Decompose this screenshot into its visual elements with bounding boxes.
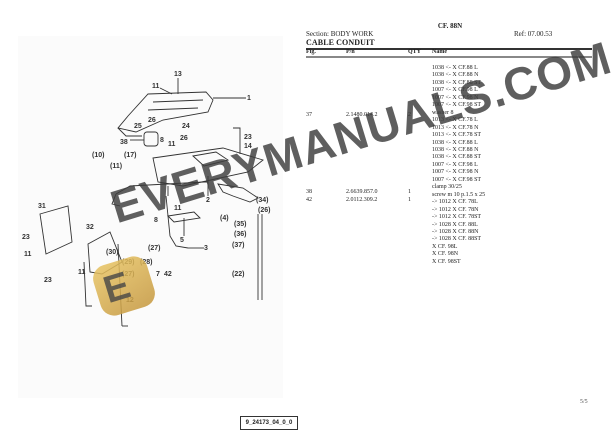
svg-text:(17): (17): [124, 152, 136, 159]
name-line: X CF. 98L: [432, 243, 458, 250]
svg-text:26: 26: [148, 117, 156, 124]
svg-text:24: 24: [182, 123, 190, 130]
svg-text:8: 8: [160, 137, 164, 144]
column-header-name: Name: [432, 49, 447, 55]
name-line: -> 1012 X CF. 78N: [432, 206, 479, 213]
svg-text:(27): (27): [148, 245, 160, 252]
name-line: 1038 <- X CF.88 L: [432, 65, 478, 71]
name-line: X CF. 98ST: [432, 258, 461, 265]
name-line: 1038 <- X CF.88 N: [432, 146, 479, 153]
svg-text:(37): (37): [232, 242, 244, 249]
table-row-part-number: 2.6639.857.0: [346, 189, 378, 195]
diagram-id-label: 9_24173_04_0_0: [240, 416, 298, 430]
svg-text:3: 3: [204, 245, 208, 252]
name-line: 1007 <- X CF.98 ST: [432, 176, 482, 183]
svg-text:(11): (11): [110, 163, 122, 170]
svg-text:23: 23: [44, 277, 52, 284]
svg-text:(34): (34): [256, 197, 268, 204]
svg-text:(30): (30): [106, 249, 118, 256]
table-row-fig: 38: [306, 189, 312, 195]
svg-text:2: 2: [206, 197, 210, 204]
svg-text:7: 7: [156, 271, 160, 278]
name-line: 1013 <- X CF.78 N: [432, 124, 479, 131]
name-line: 1013 <- X CF.78 ST: [432, 132, 482, 139]
watermark-logo-letter: E: [98, 264, 136, 312]
name-line: 1007 <- X CF.98 N: [432, 169, 479, 176]
column-header-qty: QTY: [408, 49, 422, 55]
name-line: 1038 <- X CF.88 N: [432, 72, 479, 79]
header-rule-top: [306, 48, 592, 50]
reference-label: Ref: 07.00.53: [514, 30, 553, 38]
name-line: 1038 <- X CF.88 ST: [432, 154, 482, 161]
name-line: -> 1028 X CF. 88N: [432, 228, 479, 235]
table-row-part-number: 2.1480.014.2: [346, 112, 378, 118]
svg-text:(10): (10): [92, 152, 104, 159]
name-line: 1007 <- X CF.98 L: [432, 161, 478, 168]
svg-text:11: 11: [174, 205, 182, 212]
cable-conduit-exploded-diagram: 13 11 1 25 26 24 26 23 14 38 8 11 (10) (…: [22, 71, 270, 327]
svg-text:32: 32: [86, 224, 94, 231]
svg-text:38: 38: [120, 139, 128, 146]
table-row-fig: 42: [306, 197, 312, 203]
section-label: Section: BODY WORK: [306, 30, 374, 38]
svg-text:11: 11: [168, 141, 176, 148]
svg-text:(26): (26): [258, 207, 270, 214]
name-line: 1013 <- X CF.78 L: [432, 117, 478, 124]
page-number: 5/5: [580, 399, 588, 405]
name-line: clamp 30/25: [432, 184, 462, 191]
name-line: -> 1028 X CF. 88ST: [432, 236, 482, 243]
svg-text:23: 23: [244, 134, 252, 141]
name-line: 1038 <- X CF.88 ST: [432, 79, 482, 86]
page-heading: CABLE CONDUIT: [306, 38, 375, 47]
svg-text:31: 31: [38, 203, 46, 210]
svg-text:(35): (35): [234, 221, 246, 228]
table-row-part-number: 2.0112.309.2: [346, 197, 378, 203]
svg-text:13: 13: [174, 71, 182, 78]
name-line: 1007 <- X CF.98 ST: [432, 102, 482, 109]
svg-text:(28): (28): [140, 259, 152, 266]
svg-text:5: 5: [180, 237, 184, 244]
name-line: 1007 <- X CF.98 N: [432, 94, 479, 101]
svg-text:(4): (4): [220, 215, 229, 222]
name-line: -> 1012 X CF. 78L: [432, 199, 478, 206]
column-header-fig: Fig.: [306, 49, 316, 55]
table-row-qty: 2: [408, 112, 411, 118]
name-line: 1007 <- X CF.98 L: [432, 87, 478, 94]
svg-text:(22): (22): [232, 271, 244, 278]
svg-text:11: 11: [24, 251, 32, 258]
name-line: 1038 <- X CF.88 L: [432, 139, 478, 146]
table-row-qty: 1: [408, 197, 411, 203]
name-line: -> 1028 X CF. 88L: [432, 221, 478, 228]
svg-text:11: 11: [152, 83, 160, 90]
name-line: X CF. 98N: [432, 251, 459, 258]
header-rule-bottom: [306, 56, 592, 58]
table-row-fig: 37: [306, 112, 312, 118]
svg-text:(36): (36): [234, 231, 246, 238]
model-title: CF. 88N: [437, 22, 463, 30]
column-header-pn: P/n: [346, 49, 355, 55]
svg-text:8: 8: [154, 217, 158, 224]
name-line: -> 1012 X CF. 78ST: [432, 214, 482, 221]
table-row-qty: 1: [408, 189, 411, 195]
svg-text:1: 1: [247, 95, 251, 102]
name-column: 1038 <- X CF.88 L 1038 <- X CF.88 N 1038…: [432, 65, 485, 266]
exploded-diagram-panel: 13 11 1 25 26 24 26 23 14 38 8 11 (10) (…: [18, 36, 298, 430]
svg-text:25: 25: [134, 123, 142, 130]
name-line: screw m 10 p.1.5 x 25: [432, 191, 486, 198]
svg-text:23: 23: [22, 234, 30, 241]
svg-text:11: 11: [78, 269, 86, 276]
name-line: washer 8: [432, 109, 454, 116]
svg-text:42: 42: [164, 271, 172, 278]
svg-text:14: 14: [244, 143, 252, 150]
svg-text:26: 26: [180, 135, 188, 142]
